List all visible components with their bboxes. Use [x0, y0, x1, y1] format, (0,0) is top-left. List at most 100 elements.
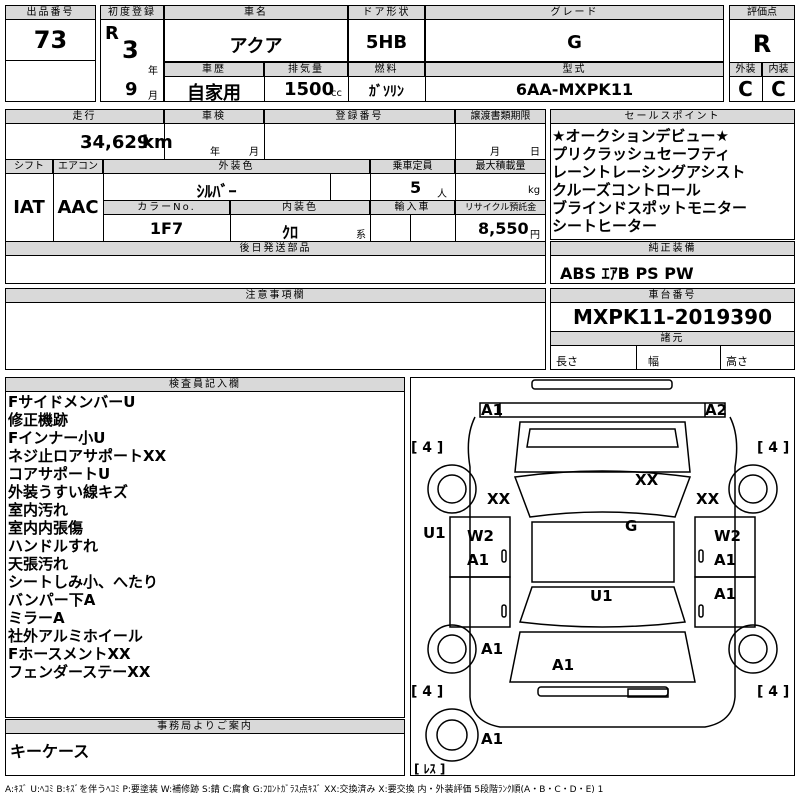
sales-item: ブラインドスポットモニター — [552, 199, 748, 217]
sales-label: セールスポイント — [550, 109, 795, 124]
inspector-item: 室内汚れ — [8, 501, 69, 519]
int-label: 内装 — [762, 62, 795, 77]
colorno-label: カラーNo. — [103, 200, 230, 215]
inspector-item: 外装うすい線キズ — [8, 483, 129, 501]
sales-list: ★オークションデビュー★ プリクラッシュセーフティ レーントレーシングアシスト … — [552, 127, 747, 235]
mileage-value: 34,629 — [80, 132, 150, 153]
mileage-unit: km — [142, 132, 173, 153]
wheel-rl-inner — [437, 634, 467, 664]
door-label: ドア形状 — [348, 5, 425, 20]
recycle-unit: 円 — [530, 230, 540, 241]
dims-div-2 — [720, 346, 721, 370]
equip-value: ABS ｴｱB PS PW — [560, 264, 694, 283]
tread-fr: [ 4 ] — [757, 440, 790, 456]
car-name: アクア — [229, 36, 283, 57]
inspector-item: シートしみ小、へたり — [8, 573, 159, 591]
office-label: 事務局よりご案内 — [5, 719, 405, 734]
tread-rl: [ 4 ] — [411, 684, 444, 700]
color-inner-div — [330, 174, 331, 200]
wheel-rr — [728, 624, 778, 674]
inspector-item: バンパー下A — [8, 591, 96, 609]
door-handle — [698, 604, 704, 618]
mark-left-w2: W2 — [467, 527, 494, 545]
sales-item: クルーズコントロール — [552, 181, 701, 199]
inspect-month-unit: 月 — [249, 147, 259, 158]
inspector-item: コアサポートU — [8, 465, 111, 483]
mark-hood-top: XX — [635, 471, 659, 489]
wheel-rl — [427, 624, 477, 674]
mark-right-a1a: A1 — [714, 551, 737, 569]
wheel-fr-inner — [738, 474, 768, 504]
r2-div-1 — [164, 109, 165, 159]
seats-unit: 人 — [437, 189, 447, 200]
inspector-item: FホースメントXX — [8, 645, 131, 663]
hood — [514, 421, 691, 473]
wid-label: 幅 — [648, 355, 659, 368]
chassis-label: 車台番号 — [550, 288, 795, 303]
mark-left-a1a: A1 — [467, 551, 490, 569]
r2-div-3 — [455, 109, 456, 159]
shift-label: シフト — [5, 159, 53, 174]
reg-year-unit: 年 — [148, 66, 158, 77]
inspector-item: ハンドルすれ — [8, 537, 99, 555]
shift-value: IAT — [13, 197, 45, 218]
transfer-label: 譲渡書類期限 — [455, 109, 546, 124]
right-rear-door — [694, 576, 756, 628]
mark-left-a1b: A1 — [481, 640, 504, 658]
model-label: 型式 — [425, 62, 724, 77]
mark-bottom: A1 — [481, 730, 504, 748]
lot-number: 73 — [33, 26, 68, 54]
rear-glass — [518, 586, 686, 628]
door-type: 5HB — [365, 32, 408, 53]
door-handle — [501, 549, 507, 563]
mileage-label: 走行 — [5, 109, 164, 124]
r4-div-1 — [230, 200, 231, 241]
inspector-label: 検査員記入欄 — [5, 377, 405, 392]
car-diagram — [425, 379, 778, 762]
office-value: キーケース — [10, 742, 90, 761]
intcolor-value: ｸﾛ — [281, 223, 298, 242]
transfer-month-unit: 月 — [490, 147, 500, 158]
grade-label: グレード — [425, 5, 724, 20]
diagram-frame — [410, 377, 795, 776]
hei-label: 高さ — [726, 355, 748, 368]
import-label: 輸入車 — [370, 200, 455, 215]
inspect-year-unit: 年 — [210, 147, 220, 158]
regno-label: 登録番号 — [264, 109, 455, 124]
ext-score: C — [738, 77, 753, 101]
mark-fl-bumper: A1 — [481, 401, 504, 419]
reg-label: 初度登録 — [100, 5, 164, 20]
mark-fr-bumper: A2 — [705, 401, 728, 419]
mark-roof: G — [625, 517, 638, 535]
trunk — [509, 631, 696, 683]
r2-div-2 — [264, 109, 265, 159]
tread-rr: [ 4 ] — [757, 684, 790, 700]
equip-label: 純正装備 — [550, 241, 795, 256]
wheel-fl — [427, 464, 477, 514]
wheel-fl-inner — [437, 474, 467, 504]
wheel-rr-inner — [738, 634, 768, 664]
sales-item: プリクラッシュセーフティ — [552, 145, 731, 163]
inspector-item: 修正機跡 — [8, 411, 69, 429]
reg-month-unit: 月 — [148, 91, 158, 102]
mark-left-u1: U1 — [423, 524, 446, 542]
color-value: ｼﾙﾊﾞｰ — [196, 182, 237, 201]
mark-trunk: A1 — [552, 656, 575, 674]
lot-divider — [5, 60, 96, 102]
dims-label: 諸元 — [550, 331, 795, 346]
r3-div-1 — [53, 159, 54, 241]
spare-status: [ ﾚｽ ] — [414, 762, 446, 776]
seats-label: 乗車定員 — [370, 159, 455, 174]
disp-value: 1500 — [284, 79, 335, 100]
reg-year: 3 — [122, 36, 139, 64]
body-outline — [467, 416, 738, 728]
history-label: 車歴 — [164, 62, 264, 77]
spec-div-2 — [348, 62, 349, 102]
inspector-item: FサイドメンバーU — [8, 393, 136, 411]
mark-hood-right: XX — [696, 490, 720, 508]
disp-label: 排気量 — [264, 62, 348, 77]
transfer-day-unit: 日 — [530, 147, 540, 158]
import-inner-div — [410, 215, 411, 241]
intcolor-label: 内装色 — [230, 200, 370, 215]
inspector-item: ネジ止ロアサポートXX — [8, 447, 167, 465]
